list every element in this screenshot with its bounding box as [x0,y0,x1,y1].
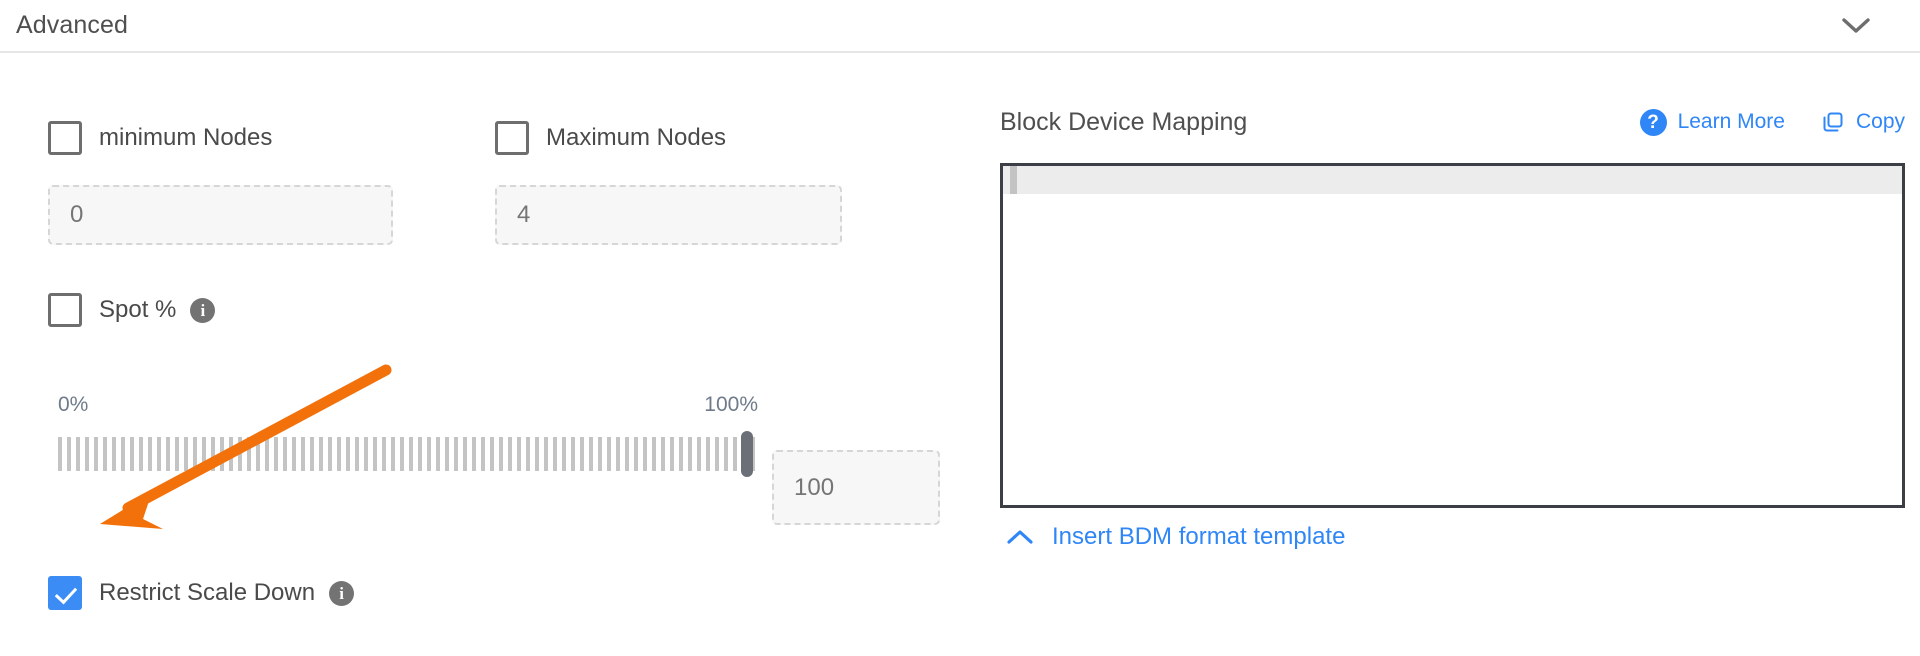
insert-bdm-template-label: Insert BDM format template [1052,523,1346,550]
slider-min-label: 0% [58,393,89,416]
max-nodes-input[interactable] [495,185,842,245]
spot-percent-slider-track[interactable] [58,431,758,477]
spot-percent-checkbox[interactable] [48,293,82,327]
spot-percent-value-input[interactable] [772,450,940,525]
bdm-actions: ? Learn More Copy [1639,108,1905,136]
bdm-active-line-highlight [1003,166,1902,194]
advanced-left-column: minimum Nodes Maximum Nodes Spot % i 0% … [0,53,980,656]
slider-max-label: 100% [704,393,758,416]
spot-percent-slider-thumb[interactable] [741,431,753,477]
chevron-up-icon [1006,523,1034,551]
bdm-cursor-gutter [1010,166,1017,194]
learn-more-button[interactable]: ? Learn More [1639,108,1785,136]
min-nodes-input[interactable] [48,185,393,245]
max-nodes-label: Maximum Nodes [546,124,727,151]
copy-label: Copy [1855,110,1905,133]
spot-percent-row: Spot % i [48,293,216,327]
bdm-header-row: Block Device Mapping ? Learn More Copy [1000,105,1905,139]
max-nodes-checkbox[interactable] [495,121,529,155]
insert-bdm-template-button[interactable]: Insert BDM format template [1006,523,1345,551]
slider-end-labels: 0% 100% [58,393,758,423]
bdm-code-editor[interactable] [1000,163,1905,508]
restrict-scale-down-info-icon[interactable]: i [329,580,355,606]
learn-more-label: Learn More [1677,110,1785,133]
question-mark-circle-icon: ? [1639,108,1667,136]
restrict-scale-down-row: Restrict Scale Down i [48,576,355,610]
advanced-panel-header[interactable]: Advanced [0,0,1920,53]
min-nodes-row: minimum Nodes [48,121,272,155]
min-nodes-checkbox[interactable] [48,121,82,155]
max-nodes-row: Maximum Nodes [495,121,726,155]
chevron-down-icon[interactable] [1838,8,1874,44]
restrict-scale-down-checkbox[interactable] [48,576,82,610]
spot-percent-info-icon[interactable]: i [190,297,216,323]
bdm-title: Block Device Mapping [1000,107,1248,136]
copy-icon [1821,110,1845,134]
copy-button[interactable]: Copy [1821,110,1905,134]
spot-percent-slider-block: 0% 100% [58,393,758,477]
min-nodes-label: minimum Nodes [99,124,273,151]
spot-percent-label: Spot % [99,296,177,323]
page-title: Advanced [16,11,128,39]
restrict-scale-down-label: Restrict Scale Down [99,579,316,606]
block-device-mapping-section: Block Device Mapping ? Learn More Copy [1000,53,1920,656]
